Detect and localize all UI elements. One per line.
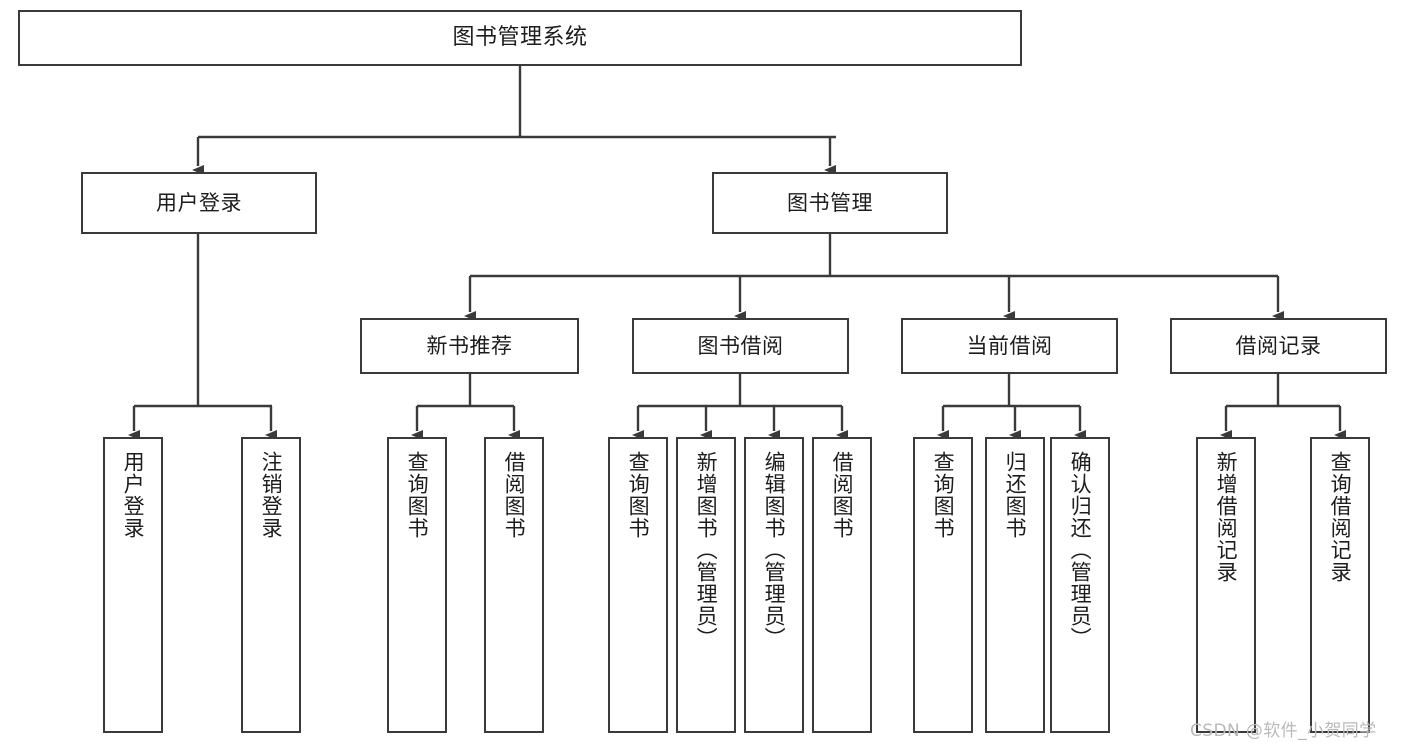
node-label: 查询借阅记录 bbox=[1328, 451, 1353, 583]
node-label: 新增借阅记录 bbox=[1214, 451, 1239, 583]
node-label: 用户登录 bbox=[121, 451, 146, 539]
watermark: CSDN @软件_小贺同学 bbox=[1190, 721, 1377, 741]
node-label: 注销登录 bbox=[259, 451, 284, 539]
leaf-add-borrow-record[interactable]: 新增借阅记录 bbox=[1196, 437, 1256, 733]
node-label: 当前借阅 bbox=[966, 333, 1053, 358]
leaf-borrow-book[interactable]: 借阅图书 bbox=[812, 437, 872, 733]
node-label: 查询图书 bbox=[626, 451, 651, 539]
node-label: 借阅图书 bbox=[830, 451, 855, 539]
leaf-user-logout[interactable]: 注销登录 bbox=[241, 437, 301, 733]
node-borrow-records[interactable]: 借阅记录 bbox=[1170, 318, 1387, 374]
leaf-add-book[interactable]: 新增图书（管理员） bbox=[676, 437, 736, 733]
node-label: 借阅记录 bbox=[1235, 333, 1322, 358]
node-current-borrow[interactable]: 当前借阅 bbox=[901, 318, 1118, 374]
node-book-borrow[interactable]: 图书借阅 bbox=[632, 318, 849, 374]
node-label: 借阅图书 bbox=[502, 451, 527, 539]
node-label: 确认归还（管理员） bbox=[1068, 451, 1093, 649]
node-label: 编辑图书（管理员） bbox=[762, 451, 787, 649]
node-label: 图书借阅 bbox=[697, 333, 784, 358]
leaf-query-borrow-record[interactable]: 查询借阅记录 bbox=[1310, 437, 1370, 733]
node-root-system[interactable]: 图书管理系统 bbox=[18, 10, 1022, 66]
node-label: 用户登录 bbox=[156, 190, 242, 215]
node-user-login[interactable]: 用户登录 bbox=[81, 172, 317, 234]
leaf-query-book-borrow[interactable]: 查询图书 bbox=[608, 437, 668, 733]
node-book-manage[interactable]: 图书管理 bbox=[712, 172, 948, 234]
leaf-edit-book[interactable]: 编辑图书（管理员） bbox=[744, 437, 804, 733]
leaf-borrow-book-recommend[interactable]: 借阅图书 bbox=[484, 437, 544, 733]
leaf-query-book-current[interactable]: 查询图书 bbox=[913, 437, 973, 733]
node-label: 查询图书 bbox=[931, 451, 956, 539]
node-label: 新书推荐 bbox=[426, 333, 513, 358]
node-label: 新增图书（管理员） bbox=[694, 451, 719, 649]
node-label: 图书管理系统 bbox=[452, 25, 588, 51]
leaf-user-login[interactable]: 用户登录 bbox=[103, 437, 163, 733]
node-new-book-recommend[interactable]: 新书推荐 bbox=[360, 318, 579, 374]
node-label: 归还图书 bbox=[1003, 451, 1028, 539]
leaf-return-book[interactable]: 归还图书 bbox=[985, 437, 1045, 733]
node-label: 图书管理 bbox=[787, 190, 873, 215]
node-label: 查询图书 bbox=[405, 451, 430, 539]
leaf-query-book-recommend[interactable]: 查询图书 bbox=[387, 437, 447, 733]
leaf-confirm-return[interactable]: 确认归还（管理员） bbox=[1050, 437, 1110, 733]
